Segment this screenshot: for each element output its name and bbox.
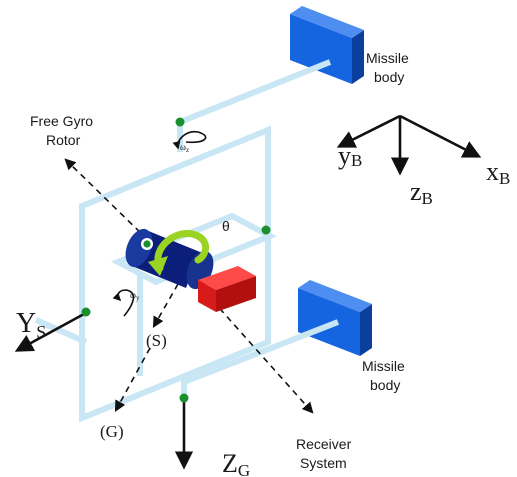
axis-zg-label: ZG [222, 449, 250, 477]
axis-yb-label: yB [338, 141, 362, 170]
pivot-dots [81, 117, 271, 403]
omega-y-arrow [112, 289, 135, 317]
omega-y-label: ωy [130, 290, 140, 302]
missile-body-bottom-label-line2: body [370, 377, 400, 393]
body-frame-axes [336, 114, 482, 176]
axis-ys-line [14, 312, 85, 352]
rotor-axis-continue [204, 291, 314, 414]
missile-body-top [290, 6, 364, 84]
free-gyro-rotor-label-line2: Rotor [46, 132, 81, 148]
free-gyro-rotor-label-line1: Free Gyro [30, 113, 93, 129]
rotor-axis-line [64, 158, 149, 241]
theta-label: θ [222, 218, 230, 234]
omega-z-label: ωz [180, 142, 189, 154]
axis-g-line [114, 347, 151, 412]
axis-s-label: (S) [146, 331, 167, 350]
missile-body-bottom [298, 280, 372, 356]
spin-curl-arrow [154, 230, 209, 272]
axis-ys-label: YS [16, 308, 46, 342]
receiver-system-label-line2: System [300, 455, 347, 471]
axis-g-label: (G) [100, 422, 124, 441]
missile-body-top-label-line2: body [374, 69, 404, 85]
axis-s-line [152, 283, 179, 328]
omega-z-arrow [172, 130, 207, 150]
receiver-block [198, 266, 256, 312]
missile-body-top-label-line1: Missile [366, 50, 409, 66]
axis-zb-label: zB [410, 177, 433, 208]
receiver-system-label-line1: Receiver [296, 436, 352, 452]
axis-xb-label: xB [486, 157, 510, 188]
missile-body-bottom-label-line1: Missile [362, 358, 405, 374]
